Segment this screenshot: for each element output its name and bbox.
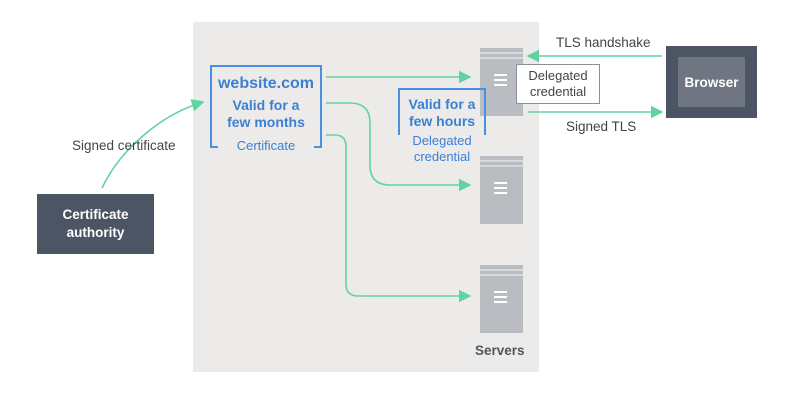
certificate-frame-bottom-left [210, 146, 218, 148]
delegated-validity: Valid for a few hours [398, 96, 486, 130]
delegated-box-line1: Delegated [528, 68, 588, 83]
tls-handshake-label: TLS handshake [556, 35, 651, 50]
server-1 [480, 48, 523, 116]
delegated-caption-line1: Delegated [412, 133, 472, 148]
certificate-validity: Valid for a few months [210, 97, 322, 131]
servers-label: Servers [475, 343, 525, 358]
arrow-cert-to-server-3 [326, 134, 472, 303]
signed-certificate-label: Signed certificate [72, 138, 176, 153]
signed-tls-label: Signed TLS [566, 119, 637, 134]
arrow-ca-to-certificate [101, 99, 205, 189]
delegated-credential-frame [398, 88, 486, 135]
server-3 [480, 265, 523, 333]
certificate-validity-line2: few months [227, 114, 305, 130]
certificate-validity-line1: Valid for a [232, 97, 300, 113]
certificate-frame-bottom-right [314, 146, 322, 148]
certificate-authority-box: Certificate authority [37, 194, 154, 254]
ca-label-line2: authority [66, 225, 125, 240]
browser-label: Browser [678, 57, 745, 107]
delegated-validity-line2: few hours [408, 113, 476, 129]
certificate-domain: website.com [217, 75, 315, 92]
delegated-credential-box: Delegated credential [516, 64, 600, 104]
ca-label-line1: Certificate [62, 207, 129, 222]
delegated-box-line2: credential [529, 84, 587, 99]
certificate-frame [210, 65, 322, 146]
certificate-caption: Certificate [222, 138, 310, 153]
arrow-cert-to-server-2 [326, 102, 472, 192]
delegated-caption-line2: credential [413, 149, 471, 164]
delegated-validity-line1: Valid for a [408, 96, 476, 112]
server-2 [480, 156, 523, 224]
delegated-caption: Delegated credential [406, 133, 478, 165]
